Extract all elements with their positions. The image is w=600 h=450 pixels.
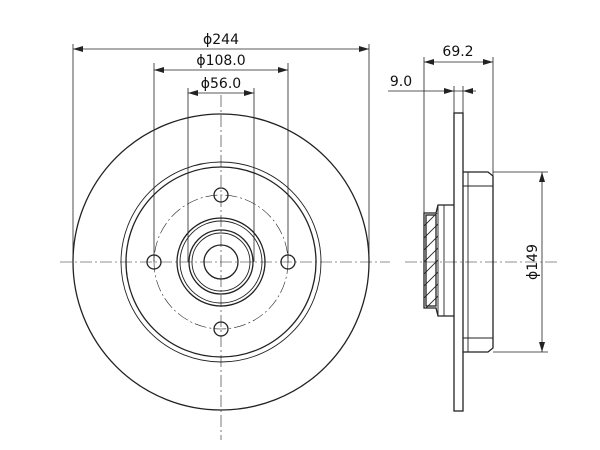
bolt-circle-label: ϕ108.0 [196,53,245,69]
bearing-outer-circle [188,229,254,295]
front-view: ϕ244 ϕ108.0 ϕ56.0 [60,32,390,440]
inner-friction-circle [120,161,322,363]
hub-outer-circle [176,217,266,307]
hub-diameter-label: ϕ149 [525,244,541,280]
bolt-circle-dimension: ϕ108.0 [154,53,288,73]
hub-body [463,171,494,353]
overall-height-label: 69.2 [442,44,473,60]
center-bore-label: ϕ56.0 [201,76,241,92]
center-bore-dimension: ϕ56.0 [188,76,254,96]
overall-height-dimension: 69.2 [424,44,493,65]
side-view: 69.2 9.0 ϕ149 [388,44,560,412]
outer-diameter-dimension: ϕ244 [73,32,369,52]
bearing-inner-circle [191,232,251,292]
center-bore-circle [203,244,239,280]
bolt-hole-bottom [213,321,229,337]
disc-thickness-label: 9.0 [390,74,412,90]
disc-thickness-dimension: 9.0 [388,74,476,94]
bolt-hole-top [213,187,229,203]
hat-outer-circle [125,166,317,358]
hub-ring-circle [179,220,263,304]
disc-plate [453,112,464,412]
outer-diameter-label: ϕ244 [203,32,239,48]
hub-diameter-dimension: ϕ149 [525,172,545,352]
bearing-section-hatch [424,213,438,308]
